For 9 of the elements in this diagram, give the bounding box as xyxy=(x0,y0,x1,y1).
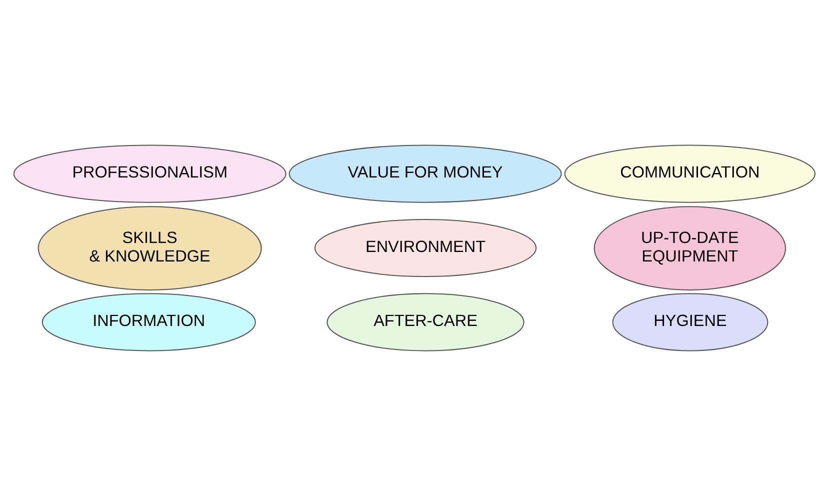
node-ellipse: AFTER-CARE xyxy=(326,292,524,351)
node-ellipse: UP-TO-DATE EQUIPMENT xyxy=(593,206,786,290)
node-ellipse: VALUE FOR MONEY xyxy=(288,144,562,202)
node-ellipse: HYGIENE xyxy=(612,292,768,351)
node-ellipse: COMMUNICATION xyxy=(564,144,815,202)
node-ellipse: SKILLS & KNOWLEDGE xyxy=(37,206,262,290)
node-ellipse: PROFESSIONALISM xyxy=(12,144,286,202)
node-ellipse: ENVIRONMENT xyxy=(314,218,536,277)
node-ellipse: INFORMATION xyxy=(41,292,256,351)
